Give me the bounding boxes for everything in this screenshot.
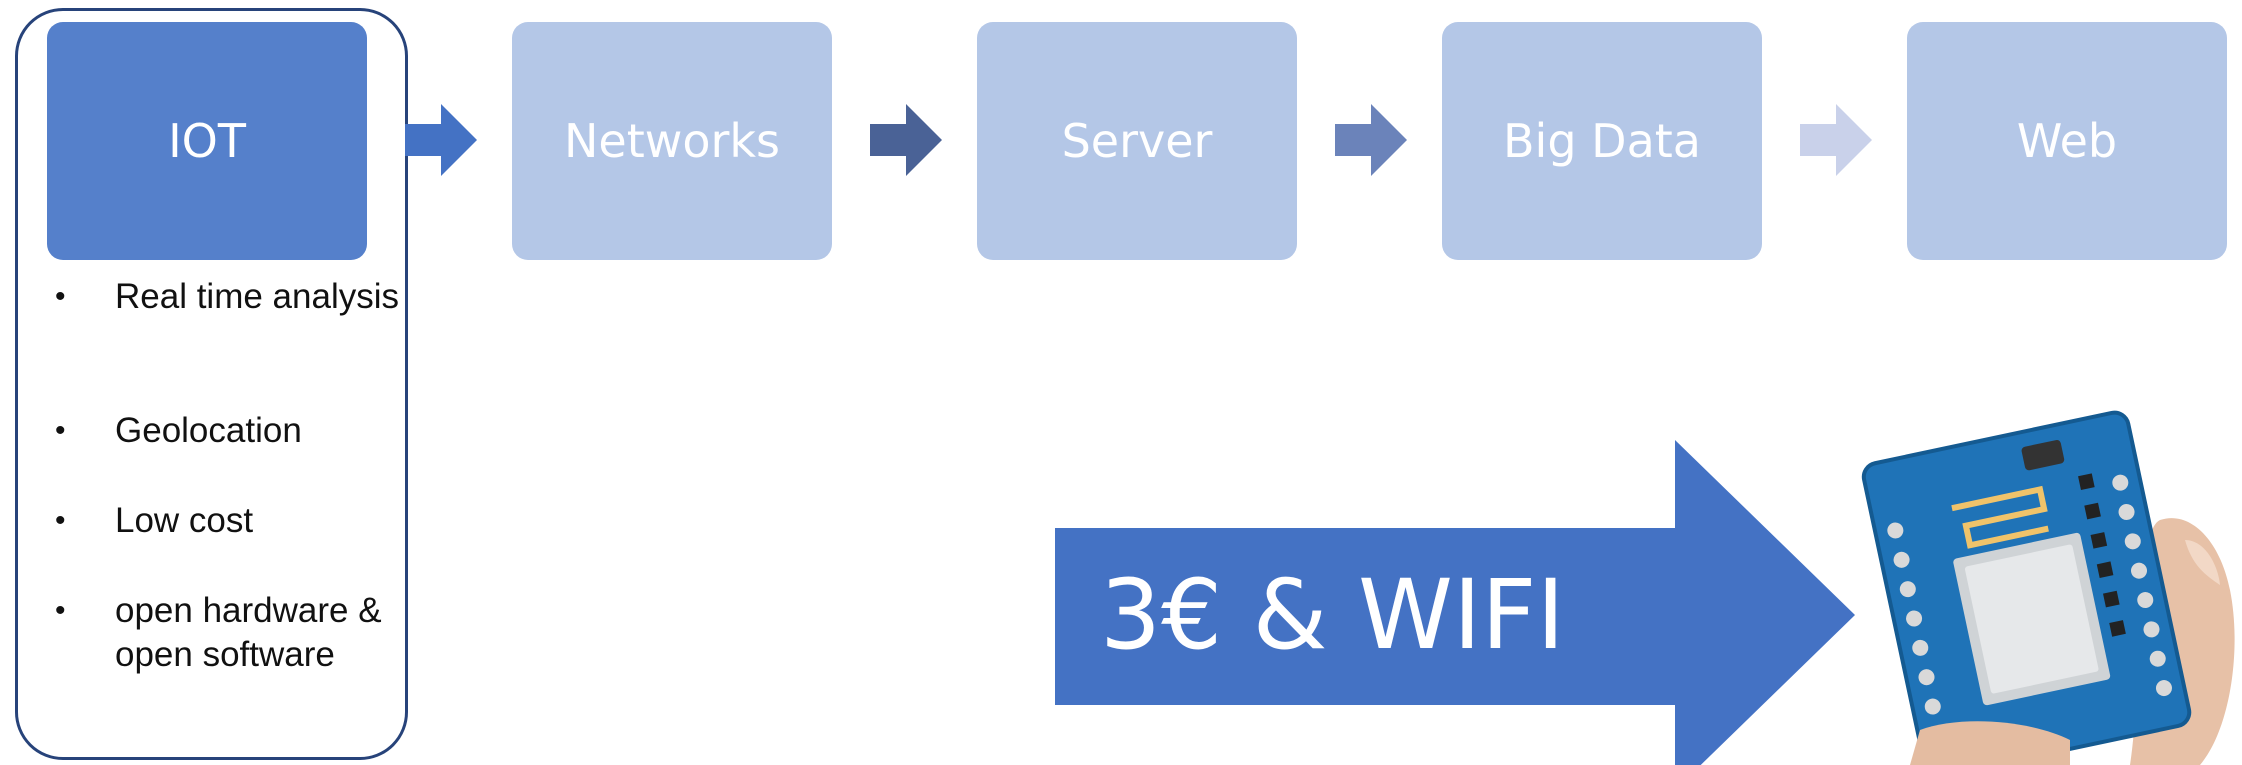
wemos-d1-mini-board-icon [1861,410,2235,765]
step-iot: IOT [47,22,367,260]
step-iot-label: IOT [168,114,246,168]
step-web-label: Web [2016,114,2118,168]
step-server: Server [977,22,1297,260]
arrow-right-icon [405,104,477,176]
step-networks: Networks [512,22,832,260]
step-server-label: Server [1061,114,1213,168]
step-big-data-label: Big Data [1503,114,1701,168]
arrow-right-icon [1335,104,1407,176]
iot-highlight-frame [15,8,408,760]
arrow-right-icon [870,104,942,176]
step-networks-label: Networks [563,114,781,168]
bullet-dot-icon: • [55,504,66,537]
arrow-right-icon [1800,104,1872,176]
bullet-dot-icon: • [55,414,66,447]
step-big-data: Big Data [1442,22,1762,260]
step-web: Web [1907,22,2227,260]
bullet-dot-icon: • [55,594,66,627]
bullet-dot-icon: • [55,280,66,313]
callout-arrow-icon [1055,440,1855,765]
callout-label: 3€ & WIFI [1100,559,1565,671]
